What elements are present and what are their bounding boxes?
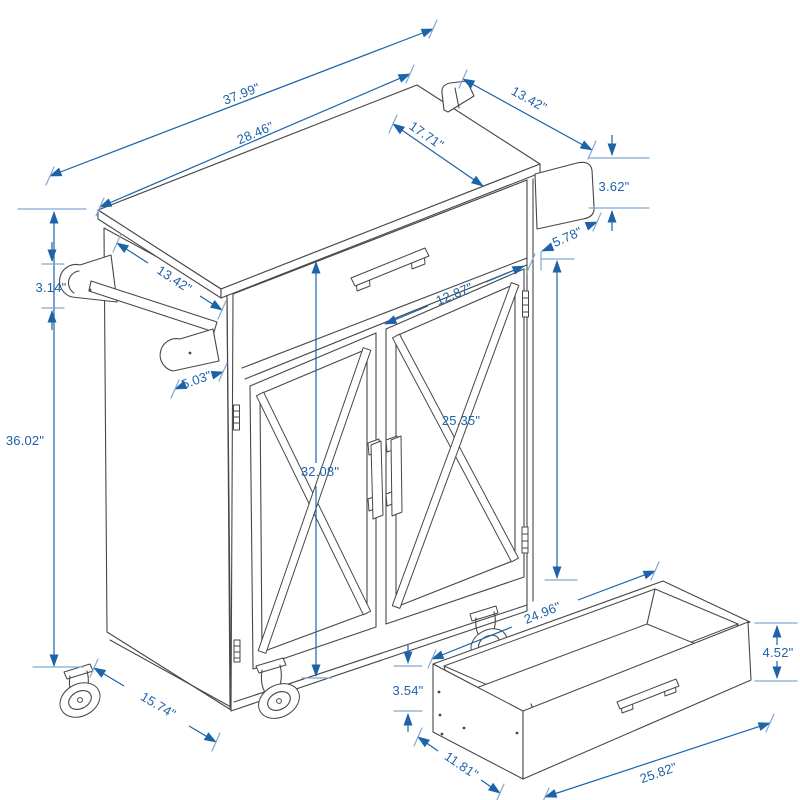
caster-fl-plate [255,657,287,674]
drawer-handle [350,247,430,292]
right-door-brace-2 [391,282,520,609]
right-door-handle-bar [390,435,403,517]
dim-bottom-clearance: 3.54" [393,645,424,732]
dim-front-height-label: 32.08" [301,464,340,479]
dim-left-rail-height: 3.14" [36,242,67,330]
dim-drawer-height: 4.52" [754,622,798,682]
front-left-corner-line [226,295,231,709]
left-door-brace-2 [257,347,372,654]
drawer-bottom-edge [241,257,528,369]
dim-total-height-label: 36.02" [6,433,45,448]
dim-front-height: 32.08" [301,261,340,679]
caster-back-left [59,663,101,718]
right-door-hinges [521,290,530,554]
caster-fl-wheel-inner [267,691,291,711]
caster-fr-plate [469,605,499,622]
left-bar-front-screw [188,351,192,355]
rail-back-cap [441,80,475,113]
hinge-left-upper-knuckles [232,410,241,424]
dim-base-depth-label: 15.74" [138,689,179,722]
hinge-right-lower [521,526,529,554]
hinge-left-lower [233,639,241,663]
right-door [385,268,530,625]
screw-dot [438,713,442,717]
dim-right-rail-height: 3.62" [588,135,650,231]
dim-right-rail-height-label: 3.62" [599,179,630,194]
screw-dot [440,732,444,736]
left-door-handle [367,438,384,520]
floor-drawer [432,580,752,780]
caster-fl-hub [276,698,282,704]
left-door-hinges [232,404,241,663]
right-towel-rail [534,161,595,230]
dim-drawer-outer-width-label: 25.82" [638,759,679,786]
hinge-right-lower-knuckles [521,533,529,549]
right-towel-rail-back-cap [441,80,475,113]
dim-bottom-clearance-label: 3.54" [393,683,424,698]
drawer-handle-bar [350,247,430,287]
screw-dot [462,726,466,730]
left-door [232,332,384,670]
dim-left-rail-height-label: 3.14" [36,280,67,295]
hinge-left-lower-knuckles [233,645,241,659]
kitchen-cart [58,80,752,780]
left-bar-back-bracket-edge [68,270,80,294]
caster-bl-wheel-inner [68,690,92,710]
left-bar-back-screw [88,288,92,292]
left-panel-base-band [109,639,230,707]
left-door-handle-bar [370,440,384,520]
dim-right-rail-length-label: 13.42" [509,83,550,115]
left-bar-front-bracket [159,328,220,372]
dim-top-total-width-label: 37.99" [221,80,262,108]
floor-drawer-handle [616,678,680,714]
caster-bl-hub [77,697,83,703]
dim-right-side-height-label: 25.35" [442,413,481,428]
floor-drawer-screws [437,690,519,736]
dim-total-height: 36.02" [6,208,87,668]
floor-drawer-handle-bar [616,678,680,710]
cabinet-drawer-front [241,247,528,380]
hinge-right-upper-knuckles [521,297,530,313]
screw-dot [515,731,519,735]
right-door-handle [385,435,403,517]
caster-front-left [255,657,300,719]
dim-drawer-height-label: 4.52" [763,645,794,660]
screw-dot [437,690,441,694]
rail-front-cap [534,161,595,230]
hinge-right-upper [522,290,529,318]
dim-right-rail-overhang-label: 5.78" [550,224,585,250]
left-towel-bar [58,254,220,372]
rail-back-cap-edge [454,87,460,109]
dim-right-side-height: 25.35" [442,258,578,581]
